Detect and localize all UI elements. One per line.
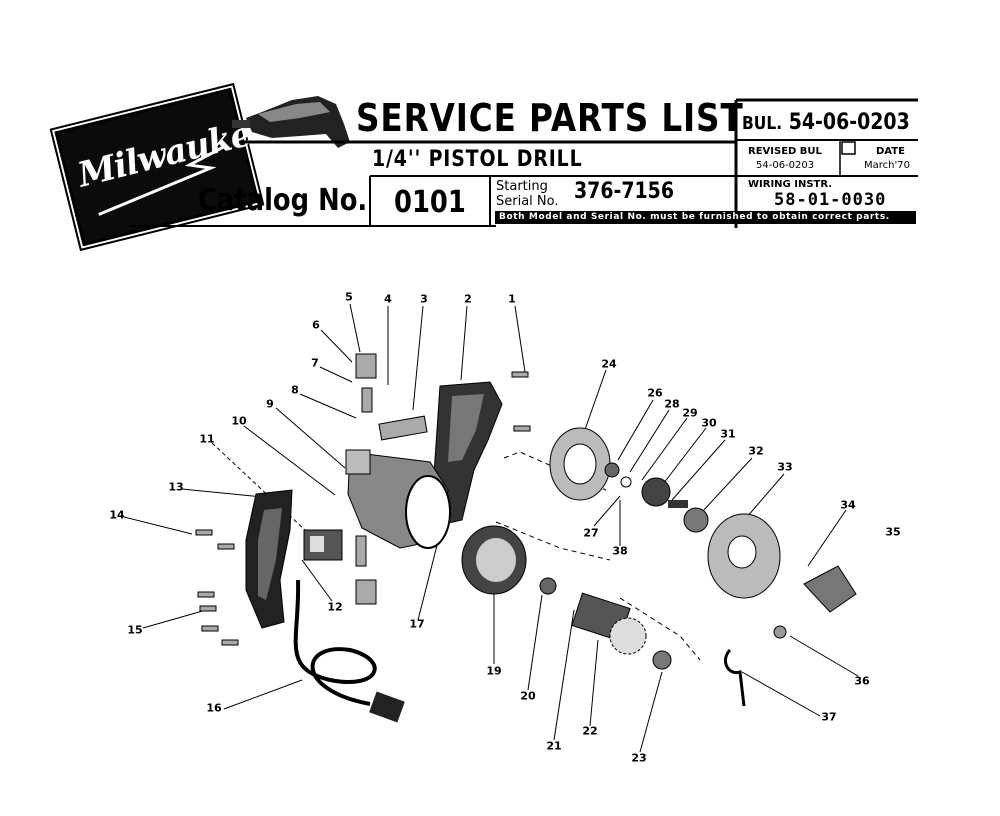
serial-label-line2: Serial No. (496, 194, 559, 209)
callout-24: 24 (601, 357, 617, 371)
callout-36: 36 (854, 674, 870, 688)
callout-30: 30 (701, 416, 717, 430)
callout-4: 4 (384, 292, 392, 306)
part-armature (539, 577, 672, 670)
callout-23: 23 (631, 751, 647, 765)
notice-banner: Both Model and Serial No. must be furnis… (495, 211, 916, 224)
bulletin-number: 54-06-0203 (788, 110, 910, 135)
drill-illustration (232, 96, 350, 148)
callout-7: 7 (311, 356, 319, 370)
callout-14: 14 (109, 508, 125, 522)
callout-29: 29 (682, 406, 698, 420)
bulletin-label: BUL. (742, 113, 783, 134)
callout-6: 6 (312, 318, 320, 332)
date-label: DATE (876, 146, 905, 157)
revised-number: 54-06-0203 (756, 160, 815, 171)
part-switch (303, 529, 343, 561)
product-name: 1/4'' PISTOL DRILL (372, 147, 583, 172)
part-field (461, 525, 527, 595)
page-title: SERVICE PARTS LIST (356, 96, 744, 140)
callout-22: 22 (582, 724, 598, 738)
callout-33: 33 (777, 460, 793, 474)
callout-3: 3 (420, 292, 428, 306)
callout-32: 32 (748, 444, 764, 458)
wiring-label: WIRING INSTR. (748, 179, 833, 190)
callout-21: 21 (546, 739, 562, 753)
callout-28: 28 (664, 397, 680, 411)
revised-label: REVISED BUL (748, 146, 822, 157)
callout-26: 26 (647, 386, 663, 400)
callout-31: 31 (720, 427, 736, 441)
part-handle-left (245, 489, 293, 629)
milwaukee-logo: Milwaukee (54, 87, 275, 247)
callout-35: 35 (885, 525, 901, 539)
part-cord (293, 579, 405, 723)
callout-16: 16 (206, 701, 222, 715)
part-chuck (724, 565, 857, 707)
callout-17: 17 (409, 617, 425, 631)
bulletin: BUL. 54-06-0203 (742, 110, 910, 135)
leader-lines (123, 303, 859, 753)
catalog-label: Catalog No. (198, 183, 368, 218)
callout-1: 1 (508, 292, 516, 306)
callout-15: 15 (127, 623, 143, 637)
callout-13: 13 (168, 480, 184, 494)
part-gear-case (707, 513, 781, 599)
callout-37: 37 (821, 710, 837, 724)
callout-8: 8 (291, 383, 299, 397)
callout-9: 9 (266, 397, 274, 411)
callout-2: 2 (464, 292, 472, 306)
callout-12: 12 (327, 600, 343, 614)
lightning-bolt-icon (98, 144, 227, 216)
callout-10: 10 (231, 414, 247, 428)
callout-38: 38 (612, 544, 628, 558)
callout-19: 19 (486, 664, 502, 678)
part-motor-housing (345, 449, 451, 549)
part-gears (641, 477, 709, 533)
serial-label-line1: Starting (496, 179, 548, 194)
callout-27: 27 (583, 526, 599, 540)
callout-11: 11 (199, 432, 215, 446)
date-value: March'70 (864, 160, 910, 171)
catalog-number: 0101 (394, 185, 466, 220)
part-gear-plate (549, 427, 632, 501)
wiring-number: 58-01-0030 (774, 190, 887, 210)
callout-5: 5 (345, 290, 353, 304)
part-screws (195, 353, 531, 646)
serial-number: 376-7156 (574, 179, 675, 204)
callout-34: 34 (840, 498, 856, 512)
callout-20: 20 (520, 689, 536, 703)
